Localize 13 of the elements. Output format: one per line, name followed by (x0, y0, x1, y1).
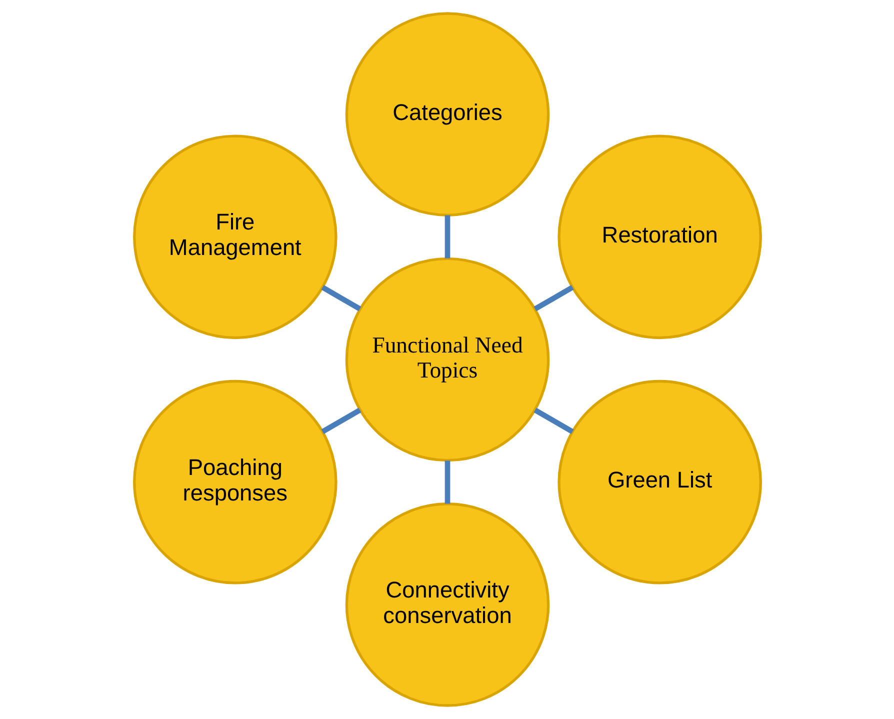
connector (533, 285, 574, 312)
connector (320, 285, 361, 312)
node-circle: Fire Management (132, 134, 337, 340)
node-circle: Poaching responses (132, 380, 337, 584)
node-circle: Green List (557, 380, 762, 584)
connector (444, 215, 450, 258)
connector (320, 408, 361, 434)
node-circle: Connectivity conservation (344, 502, 550, 707)
connector (444, 460, 450, 504)
node-circle: Restoration (557, 134, 762, 340)
connector (533, 408, 574, 434)
node-circle: Categories (344, 12, 550, 216)
node-circle: Functional Need Topics (344, 257, 550, 462)
